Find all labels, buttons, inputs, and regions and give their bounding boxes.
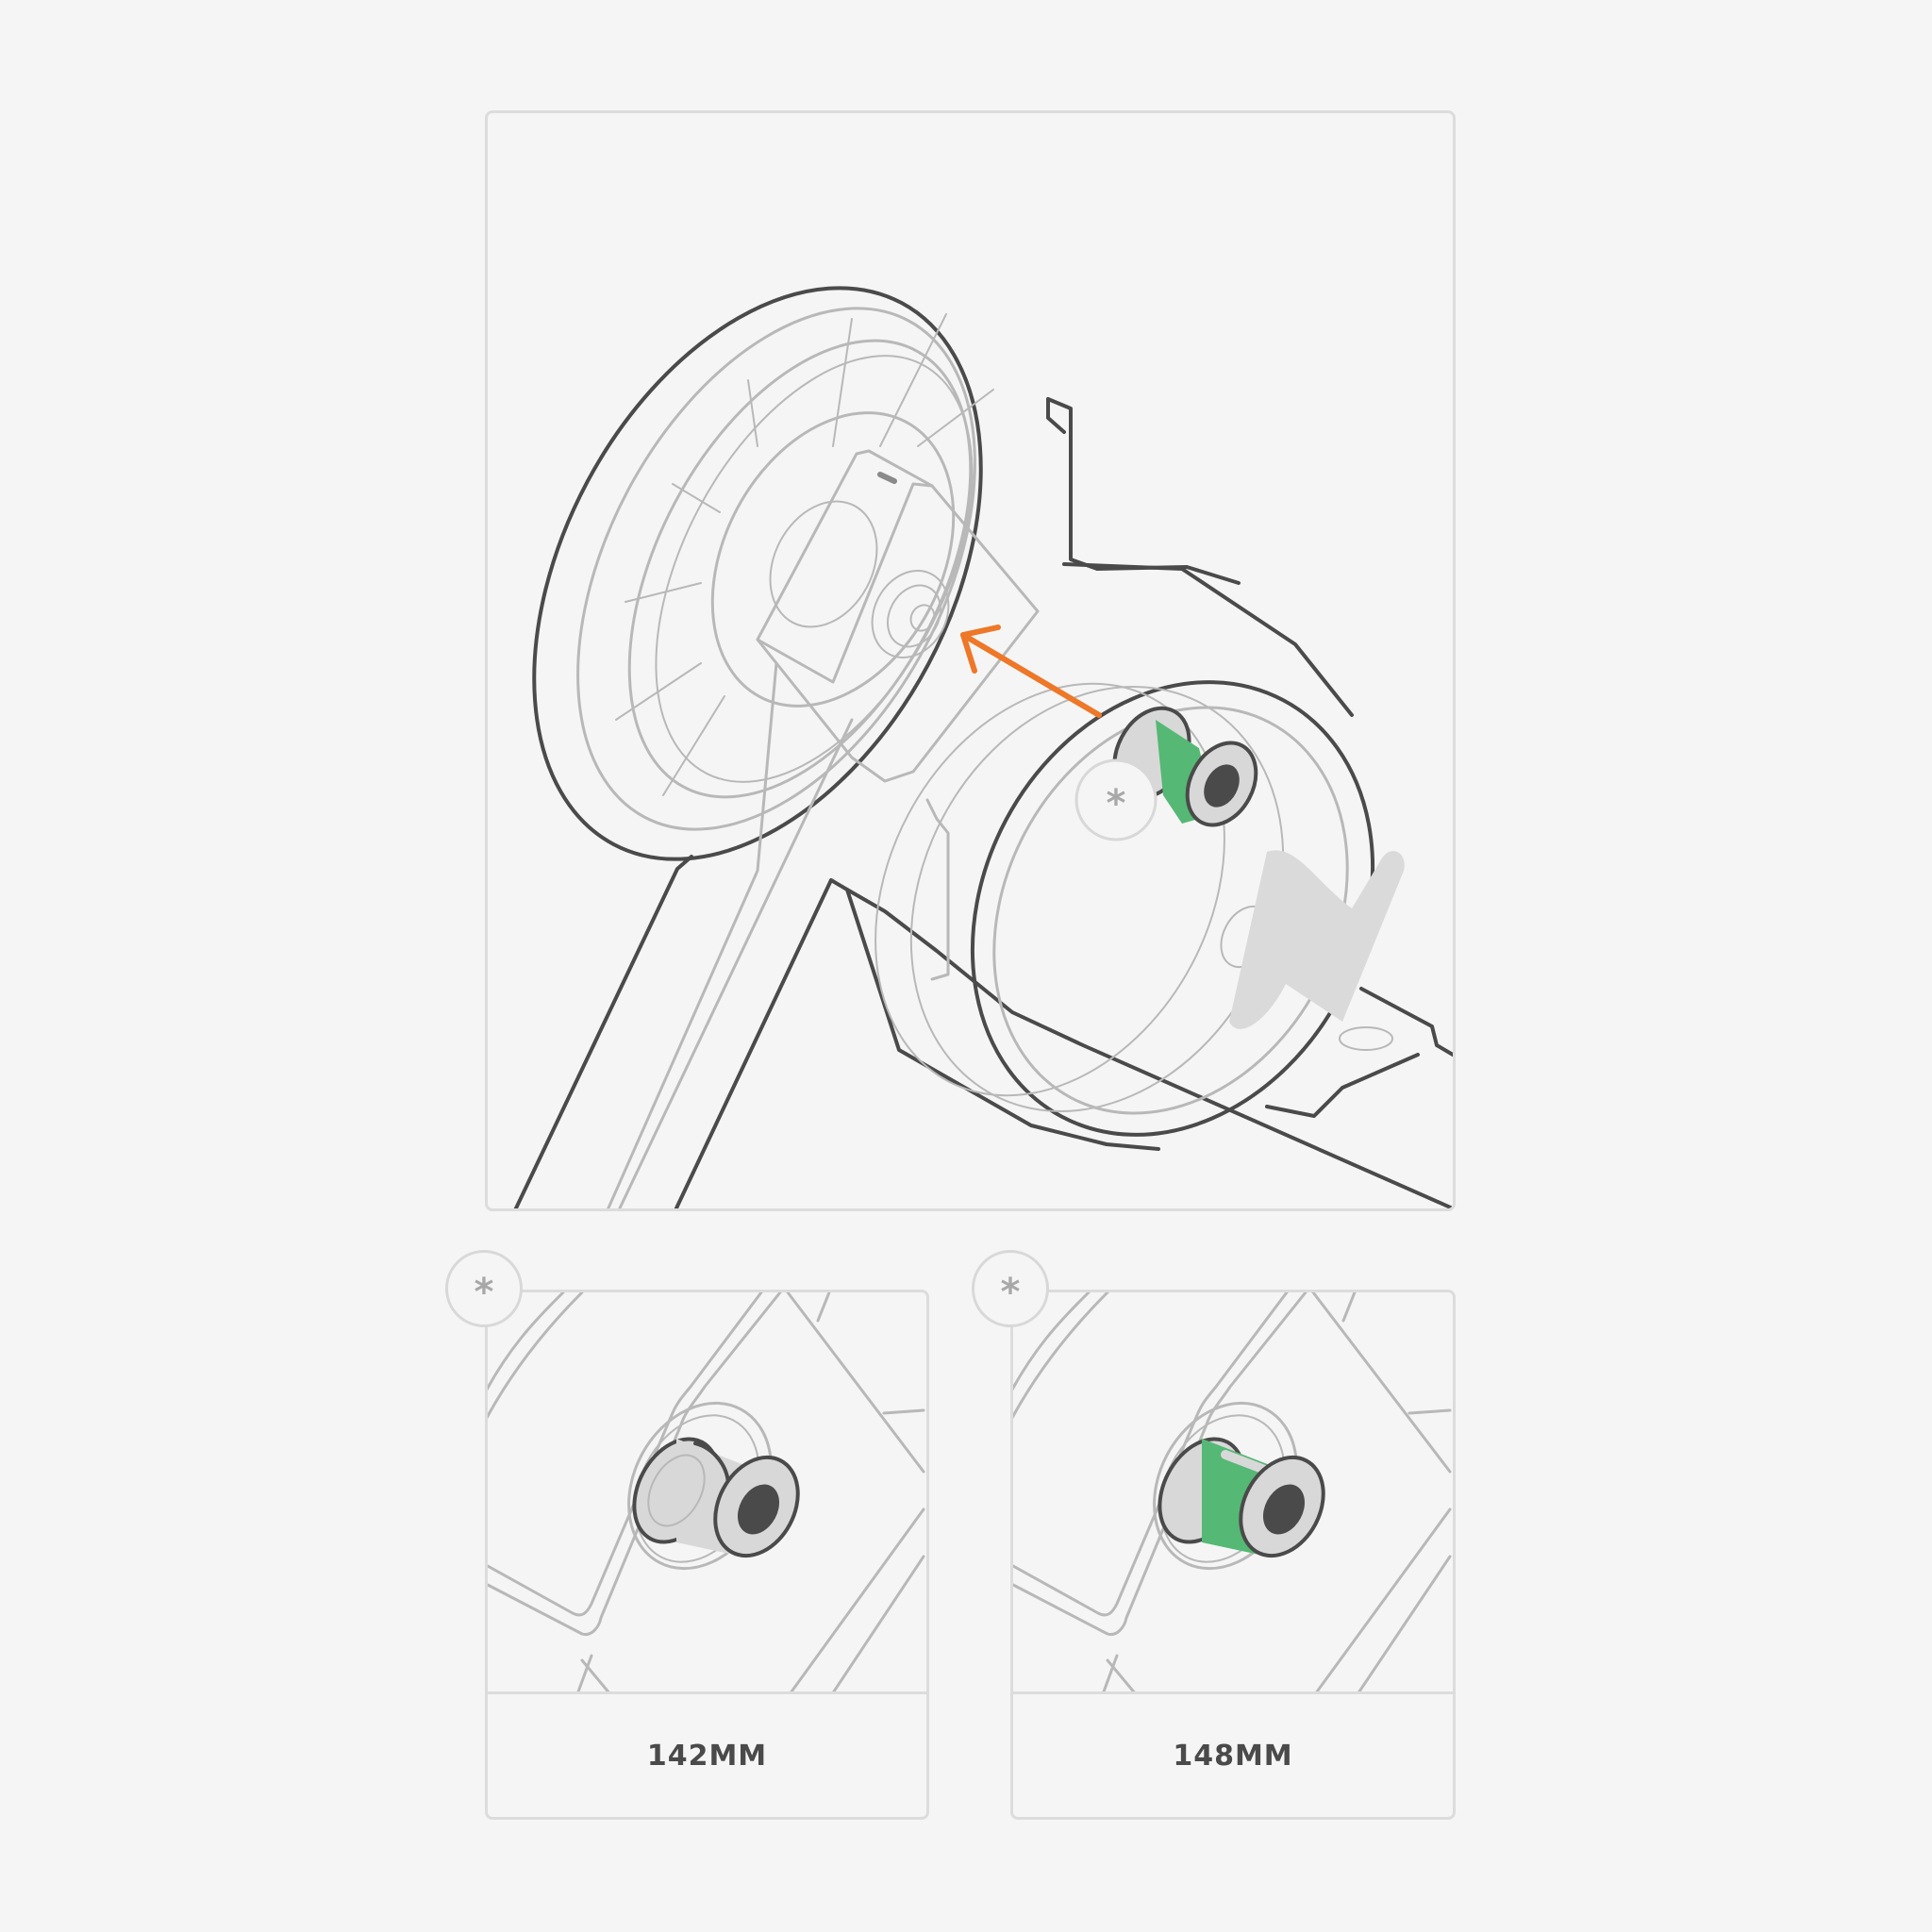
flywheel-wheel xyxy=(532,286,994,861)
callout-glyph: * xyxy=(1107,782,1126,825)
option-panel-148mm: 148MM xyxy=(1010,1290,1456,1820)
trainer-illustration: * xyxy=(513,286,1453,1208)
mounting-bracket xyxy=(756,449,1040,981)
callout-glyph: * xyxy=(1000,1271,1021,1314)
main-illustration-panel: * xyxy=(485,110,1456,1211)
asterisk-icon: * xyxy=(1074,758,1158,841)
arrow-icon xyxy=(960,625,1102,718)
callout-glyph: * xyxy=(474,1271,494,1314)
size-label-148mm: 148MM xyxy=(1013,1691,1453,1817)
asterisk-icon: * xyxy=(445,1250,523,1327)
motor-housing xyxy=(845,562,1405,1151)
size-label-142mm: 142MM xyxy=(488,1691,926,1817)
trainer-frame xyxy=(513,397,1453,1208)
asterisk-icon: * xyxy=(972,1250,1049,1327)
option-panel-142mm: 142MM xyxy=(485,1290,929,1820)
adapter-closeup-green xyxy=(1013,1292,1452,1694)
brand-logo-icon xyxy=(1229,850,1405,1029)
adapter-closeup-grey xyxy=(488,1292,925,1694)
